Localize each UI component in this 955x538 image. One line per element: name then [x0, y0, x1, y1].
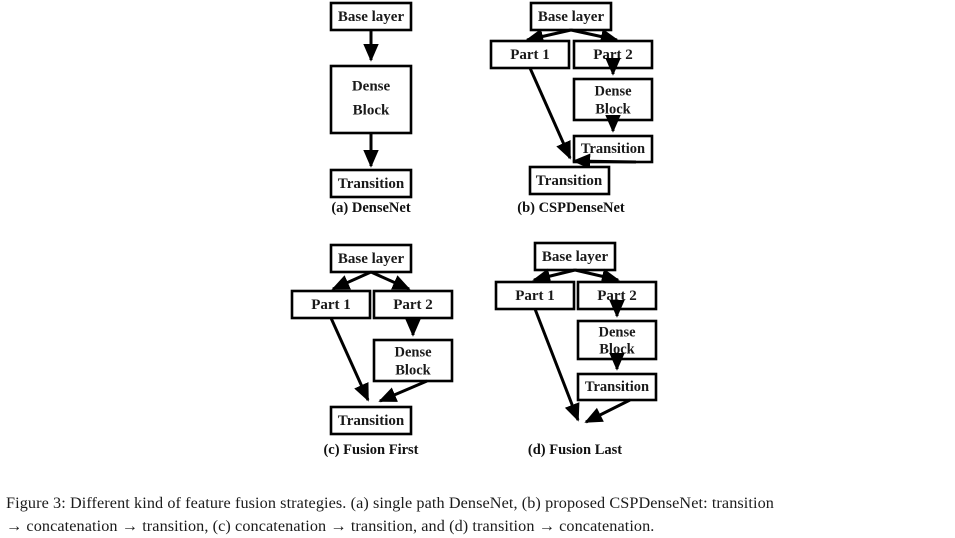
- panel-b-edge-base-to-part1: [525, 28, 572, 45]
- panel-b-edge-transition-upper-to-transition-lower: [572, 153, 637, 170]
- panel-d-fusion-last: Base layer Part 1 Part 2 Dense Block Tra…: [494, 241, 658, 458]
- panel-a-densenet: Base layer Dense Block Transition (a) De…: [329, 1, 413, 216]
- panel-d-caption: (d) Fusion Last: [528, 442, 622, 458]
- panel-b-box-base-layer: Base layer: [529, 1, 613, 32]
- panel-a-transition-label: Transition: [338, 176, 405, 192]
- panel-b-box-transition-upper: Transition: [572, 134, 654, 164]
- panel-d-box-dense-block: Dense Block: [576, 319, 658, 361]
- panel-d-edge-part1-to-fusion-point: [533, 308, 580, 422]
- panel-c-fusion-first: Base layer Part 1 Part 2 Dense Block Tra…: [290, 243, 454, 458]
- panel-b-box-transition-lower: Transition: [528, 165, 611, 196]
- panel-b-box-part-1: Part 1: [489, 39, 571, 70]
- panel-b-transition-lower-label: Transition: [536, 173, 603, 189]
- panel-b-box-part-2: Part 2: [572, 39, 654, 70]
- panel-b-edge-base-to-part2: [570, 28, 619, 45]
- panel-c-part-2-label: Part 2: [393, 297, 433, 313]
- panel-c-box-part-1: Part 1: [290, 289, 372, 320]
- panel-b-part-1-label: Part 1: [510, 47, 550, 63]
- panel-c-box-dense-block: Dense Block: [372, 338, 454, 383]
- figure-diagram-area: Base layer Dense Block Transition (a) De…: [290, 1, 658, 458]
- panel-d-part-2-label: Part 2: [597, 288, 637, 304]
- panel-c-edge-base-to-part1: [331, 270, 372, 291]
- figure-caption-line-2: → concatenation → transition, (c) concat…: [6, 517, 655, 535]
- panel-d-transition-label: Transition: [585, 379, 649, 395]
- panel-d-box-part-1: Part 1: [494, 280, 576, 311]
- panel-a-box-base-layer: Base layer: [329, 1, 413, 32]
- figure-caption-line-1: Figure 3: Different kind of feature fusi…: [6, 494, 774, 512]
- panel-d-dense-block-label-line2: Block: [599, 341, 635, 357]
- panel-a-base-layer-label: Base layer: [338, 9, 405, 25]
- panel-b-part-2-label: Part 2: [593, 47, 633, 63]
- panel-a-caption: (a) DenseNet: [331, 200, 410, 216]
- panel-b-base-layer-label: Base layer: [538, 9, 605, 25]
- panel-b-dense-block-label-line2: Block: [595, 101, 631, 117]
- panel-a-box-dense-block: Dense Block: [329, 64, 413, 135]
- panel-d-box-transition: Transition: [576, 372, 658, 402]
- panel-b-cspdensenet: Base layer Part 1 Part 2 Dense Block Tra…: [489, 1, 654, 216]
- feature-fusion-strategies-diagram: Base layer Dense Block Transition (a) De…: [290, 1, 658, 458]
- panel-a-dense-block-label-line1: Dense: [352, 78, 391, 94]
- panel-d-part-1-label: Part 1: [515, 288, 555, 304]
- panel-c-edge-part1-to-transition: [329, 317, 370, 402]
- panel-b-box-dense-block: Dense Block: [572, 77, 654, 122]
- panel-c-edge-base-to-part2: [370, 270, 411, 291]
- panel-a-dense-block-label-line2: Block: [353, 102, 390, 118]
- panel-a-box-transition: Transition: [329, 168, 413, 199]
- panel-b-transition-upper-label: Transition: [581, 141, 645, 157]
- panel-d-box-part-2: Part 2: [576, 280, 658, 311]
- panel-d-edge-base-to-part2: [574, 268, 620, 284]
- figure-caption: Figure 3: Different kind of feature fusi…: [6, 492, 951, 538]
- panel-c-box-base-layer: Base layer: [329, 243, 413, 274]
- panel-b-dense-block-label-line1: Dense: [594, 83, 632, 99]
- panel-c-dense-block-label-line2: Block: [395, 362, 431, 378]
- panel-b-edge-part1-to-transition-lower: [528, 67, 572, 160]
- panel-c-transition-label: Transition: [338, 413, 405, 429]
- panel-b-caption: (b) CSPDenseNet: [517, 200, 625, 216]
- panel-c-base-layer-label: Base layer: [338, 251, 405, 267]
- panel-c-caption: (c) Fusion First: [323, 442, 418, 458]
- panel-d-base-layer-label: Base layer: [542, 249, 609, 265]
- panel-d-edge-base-to-part1: [532, 268, 576, 284]
- panel-c-edge-dense-to-transition: [378, 379, 428, 403]
- panel-d-edge-transition-to-fusion-point: [584, 398, 631, 424]
- panel-c-box-part-2: Part 2: [372, 289, 454, 320]
- panel-c-dense-block-label-line1: Dense: [394, 344, 432, 360]
- panel-d-dense-block-label-line1: Dense: [598, 324, 636, 340]
- panel-d-box-base-layer: Base layer: [533, 241, 617, 272]
- panel-c-part-1-label: Part 1: [311, 297, 351, 313]
- panel-c-box-transition: Transition: [329, 405, 413, 436]
